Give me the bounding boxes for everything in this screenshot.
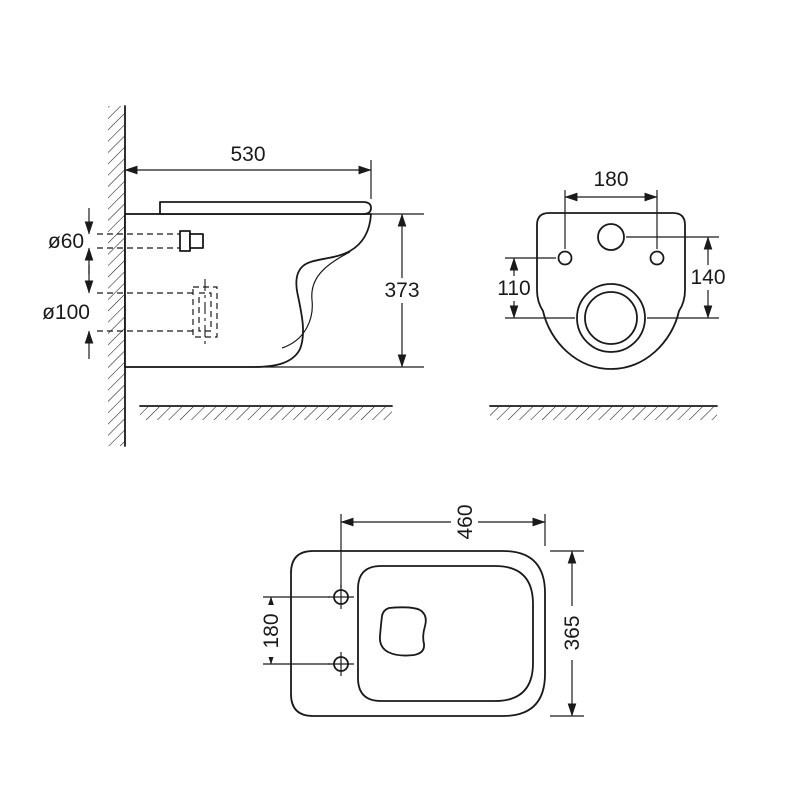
- drain-outer-circle: [576, 283, 646, 353]
- dim-label-outlet: ø100: [42, 301, 90, 324]
- dimension-365: 365: [550, 550, 585, 717]
- dimension-530: 530: [124, 143, 372, 199]
- dim-label-inlet: ø60: [48, 230, 84, 253]
- outlet-diameter-100: ø100: [42, 265, 218, 359]
- dim-label-460: 460: [454, 504, 477, 539]
- dim-label-180-top: 180: [260, 613, 283, 648]
- inlet-hole: [597, 223, 625, 251]
- fixing-hole-bottom: [328, 652, 354, 676]
- label-backing: [493, 276, 535, 301]
- dimension-110: 110: [493, 257, 575, 319]
- water-surface-outline: [379, 606, 427, 657]
- label-backing: [687, 265, 729, 290]
- dimension-373: 373: [381, 213, 423, 368]
- front-view: 180 110 140: [489, 168, 729, 420]
- toilet-side-profile: [124, 213, 372, 368]
- ground-hatching: [140, 407, 392, 420]
- label-backing: [257, 605, 284, 657]
- label-backing: [451, 497, 478, 547]
- ground-hatching: [490, 407, 717, 420]
- dim-label-140: 140: [690, 266, 725, 289]
- bowl-inner-curve: [281, 251, 351, 349]
- dim-label-530: 530: [230, 143, 265, 166]
- dimension-140: 140: [626, 236, 729, 319]
- bowl-rim-outline: [357, 565, 534, 702]
- seat-outer-outline: [290, 550, 546, 717]
- drain-inner-circle: [584, 291, 638, 345]
- label-backing: [381, 278, 423, 303]
- dimension-180-top: 180: [257, 596, 330, 665]
- dimension-180-front: 180: [564, 168, 658, 249]
- ground-symbol-right: [489, 405, 718, 420]
- inlet-fitting-flange: [179, 230, 191, 252]
- ground-symbol-left: [139, 405, 393, 420]
- fixing-hole-left: [557, 250, 573, 266]
- dim-label-373: 373: [384, 279, 419, 302]
- seat-lid: [159, 201, 372, 215]
- inlet-diameter-60: ø60: [48, 208, 204, 274]
- fixing-hole-top: [328, 585, 354, 609]
- wall-hatching: [108, 106, 125, 446]
- dim-label-180-front: 180: [593, 168, 628, 191]
- dimension-460: 460: [340, 497, 546, 588]
- toilet-front-outline: [536, 212, 686, 370]
- dim-label-365: 365: [561, 615, 584, 650]
- top-view: 460 365 180: [257, 497, 585, 717]
- dim-label-110: 110: [497, 277, 530, 300]
- fixing-hole-right: [649, 250, 665, 266]
- inlet-fitting-body: [189, 233, 204, 249]
- label-backing: [558, 606, 585, 660]
- side-view: 530 373 ø60 ø100: [42, 105, 424, 447]
